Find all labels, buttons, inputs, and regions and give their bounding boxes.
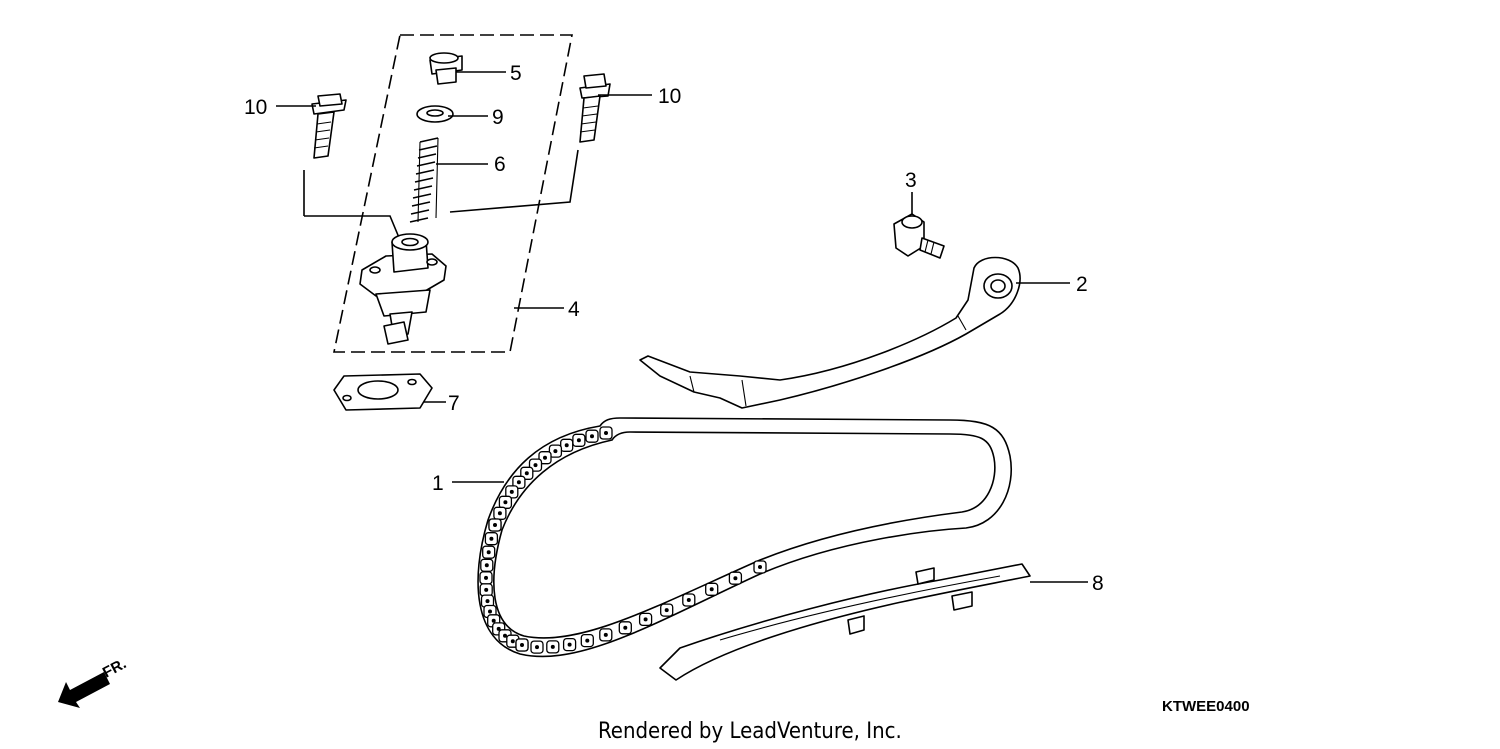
chain-pin	[510, 639, 515, 644]
bolt-right[interactable]	[579, 73, 611, 143]
diagram-code: KTWEE0400	[1162, 698, 1250, 715]
chain-pin	[543, 455, 547, 460]
chain-pin	[524, 471, 529, 476]
callout-5: 5	[510, 62, 522, 85]
chain-pin	[484, 563, 489, 568]
callout-8: 8	[1092, 572, 1104, 595]
callout-10-right: 10	[658, 85, 681, 108]
leader-lines	[276, 71, 1088, 583]
chain-pin	[758, 565, 762, 569]
tensioner-lifter[interactable]	[359, 233, 447, 345]
chain-pin	[488, 609, 492, 614]
chain-pin	[709, 587, 714, 592]
bolt-left[interactable]	[311, 93, 347, 159]
chain-pin	[520, 643, 524, 647]
callout-9: 9	[492, 106, 504, 129]
sealing-bolt[interactable]	[429, 52, 463, 85]
chain-pin	[493, 523, 497, 527]
tensioner-group-outline	[303, 34, 579, 353]
credit-text: Rendered by LeadVenture, Inc.	[598, 719, 902, 744]
tensioner-arm[interactable]	[639, 256, 1021, 409]
chain-pin	[535, 645, 539, 650]
callout-6: 6	[494, 153, 506, 176]
chain-pin	[553, 449, 558, 454]
chain-pin	[604, 431, 608, 435]
chain-pin	[497, 511, 502, 516]
chain-pin	[623, 625, 628, 630]
gasket[interactable]	[333, 373, 433, 411]
callout-2: 2	[1076, 273, 1088, 296]
callout-4: 4	[568, 298, 580, 321]
chain-pin	[664, 608, 669, 613]
chain-pin	[509, 489, 514, 494]
callout-1: 1	[432, 472, 444, 495]
chain-pin	[533, 463, 538, 468]
chain-pin	[516, 480, 521, 485]
chain-pin	[484, 575, 488, 580]
chain-guide[interactable]	[659, 563, 1031, 681]
front-direction-arrow-icon	[58, 672, 110, 708]
callout-3: 3	[905, 169, 917, 192]
guide-bolt[interactable]	[893, 213, 945, 259]
callout-10-left: 10	[244, 96, 267, 119]
chain-pin	[503, 633, 507, 638]
chain-pin	[485, 599, 490, 604]
chain-pin	[491, 618, 496, 623]
spring[interactable]	[409, 137, 439, 223]
chain-pin	[550, 644, 555, 649]
chain-pin	[590, 434, 594, 439]
chain-pin	[585, 638, 590, 643]
washer[interactable]	[416, 105, 454, 123]
chain-pin	[733, 576, 738, 581]
chain-pin	[486, 550, 491, 555]
chain-pin	[489, 536, 494, 541]
chain-pin	[643, 617, 648, 622]
chain-pin	[484, 587, 489, 592]
chain-pin	[576, 438, 581, 443]
chain-pin	[686, 598, 691, 602]
chain-pin	[603, 632, 608, 637]
chain-pin	[567, 642, 572, 647]
chain-pin	[564, 443, 569, 448]
callout-7: 7	[448, 392, 460, 415]
cam-chain[interactable]	[477, 417, 1012, 658]
chain-links	[479, 426, 767, 654]
chain-pin	[503, 500, 508, 505]
